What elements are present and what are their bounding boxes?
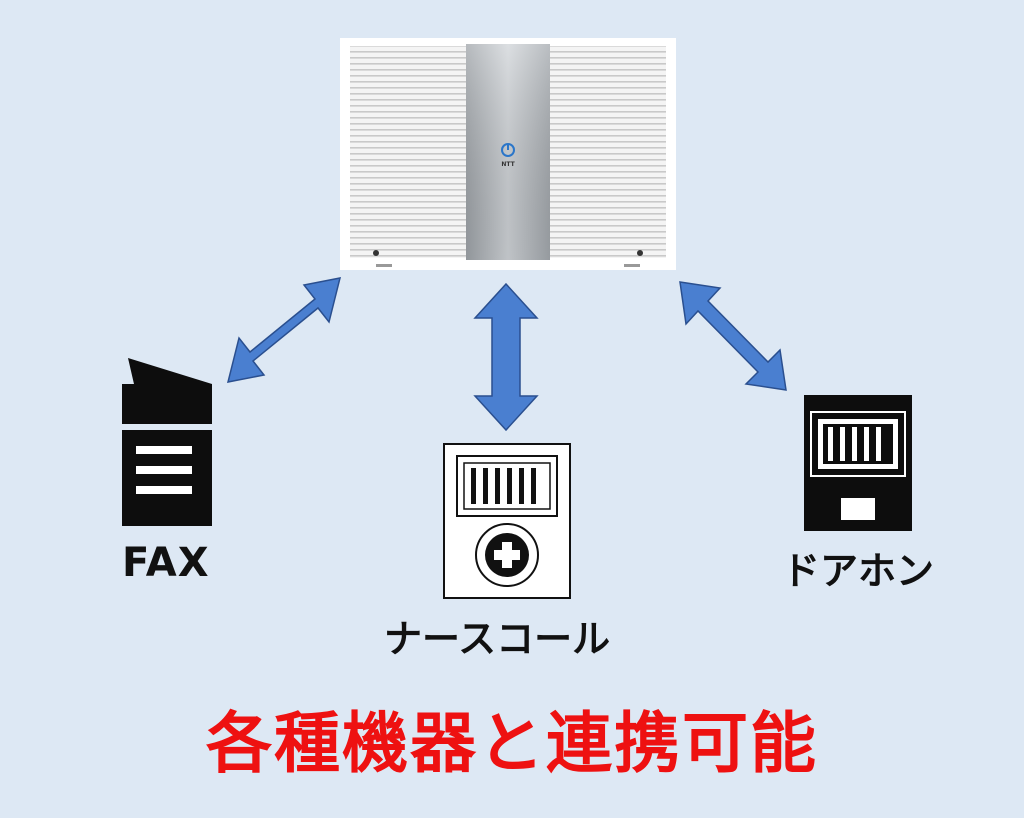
caption: 各種機器と連携可能 [206, 705, 818, 782]
arrow-router-fax [226, 277, 342, 383]
arrow-router-nurse-call [473, 282, 539, 432]
right-vent-panel [550, 46, 666, 258]
nurse-call-label: ナースコール [384, 617, 611, 661]
door-phone-label: ドアホン [782, 549, 935, 593]
door-phone-icon [804, 395, 912, 531]
arrow-router-door-phone [679, 281, 787, 391]
router-device-icon: NTT [340, 38, 676, 270]
fax-label: FAX [122, 540, 210, 586]
left-vent-panel [350, 46, 466, 258]
device-brand: NTT [501, 161, 515, 168]
nurse-call-icon [443, 443, 571, 599]
fax-machine-icon [122, 358, 212, 526]
